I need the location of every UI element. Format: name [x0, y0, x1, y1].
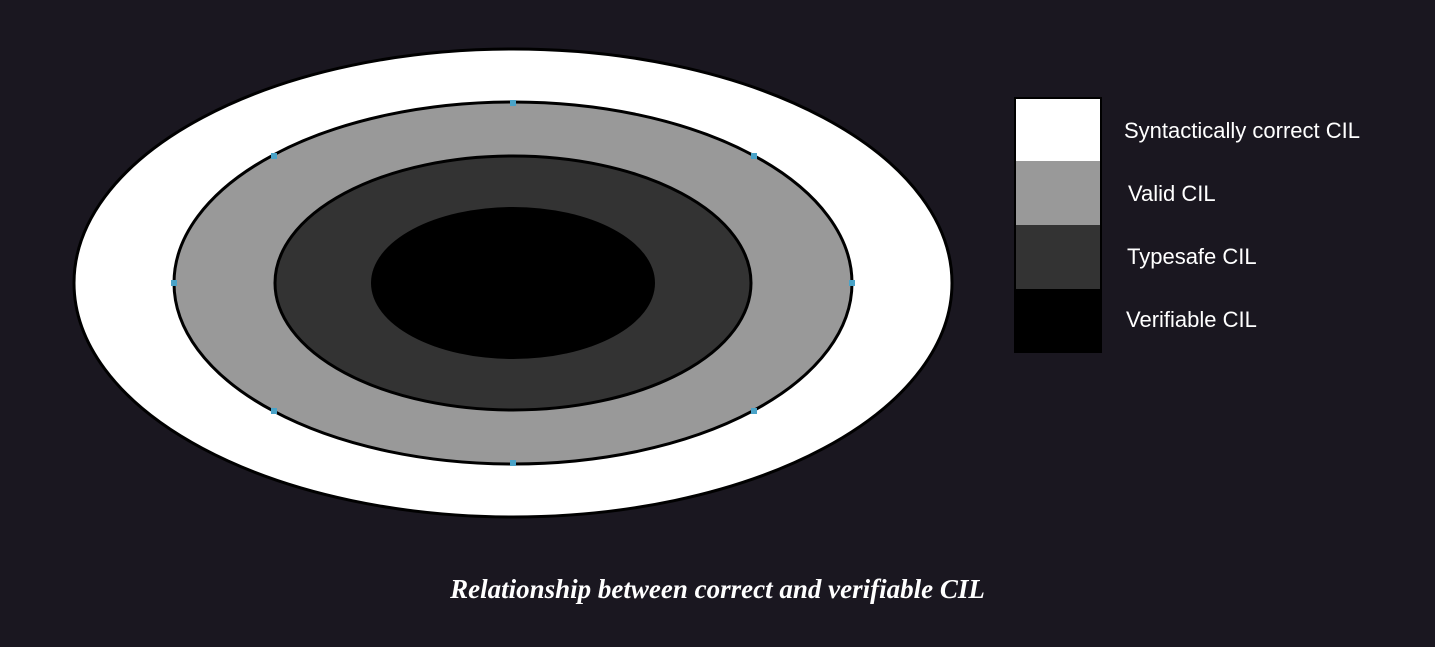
selection-handle[interactable]	[271, 153, 277, 159]
selection-handle[interactable]	[751, 408, 757, 414]
legend: Syntactically correct CIL Valid CIL Type…	[1014, 97, 1360, 353]
selection-handle[interactable]	[510, 100, 516, 106]
selection-handles	[171, 100, 855, 466]
legend-swatch-verifiable-cil	[1015, 289, 1101, 352]
selection-handle[interactable]	[751, 153, 757, 159]
selection-handle[interactable]	[510, 460, 516, 466]
diagram-caption: Relationship between correct and verifia…	[450, 574, 985, 604]
legend-swatch-typesafe-cil	[1015, 225, 1101, 289]
selection-handle[interactable]	[171, 280, 177, 286]
legend-label-verifiable-cil: Verifiable CIL	[1126, 307, 1257, 332]
legend-border	[1014, 97, 1102, 353]
selection-handle[interactable]	[849, 280, 855, 286]
legend-label-typesafe-cil: Typesafe CIL	[1127, 244, 1257, 269]
legend-label-syntactically-correct-cil: Syntactically correct CIL	[1124, 118, 1360, 143]
legend-swatch-syntactically-correct-cil	[1015, 98, 1101, 161]
selection-handle[interactable]	[271, 408, 277, 414]
legend-label-valid-cil: Valid CIL	[1128, 181, 1216, 206]
legend-swatch-valid-cil	[1015, 161, 1101, 225]
ellipse-verifiable-cil	[371, 207, 655, 359]
